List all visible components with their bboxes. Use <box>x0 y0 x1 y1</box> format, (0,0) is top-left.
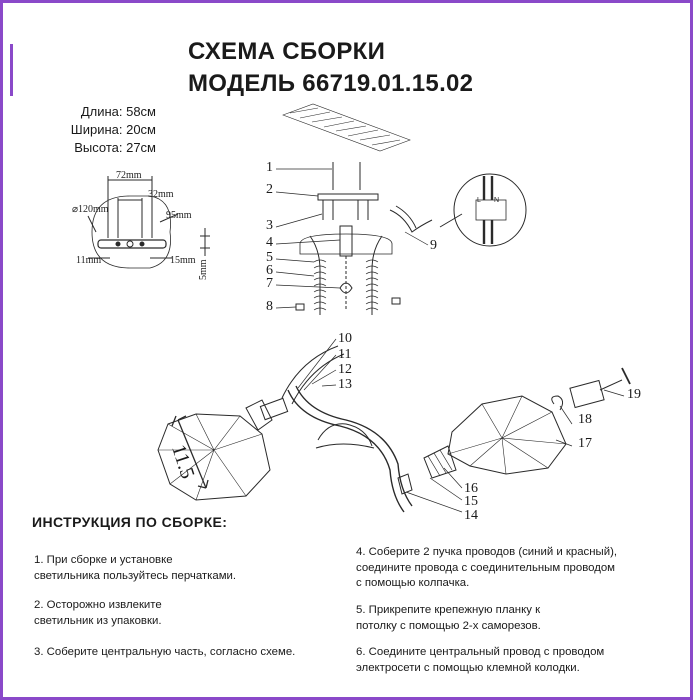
mount-assembly <box>295 162 433 315</box>
callout-19: 19 <box>627 387 641 402</box>
left-margin-label: 11mm <box>76 255 101 266</box>
terminal-n-label: N <box>494 197 499 204</box>
instruction-step-3: 3. Соберите центральную часть, согласно … <box>34 645 344 661</box>
instruction-step-6: 6. Соедините центральный провод с провод… <box>356 645 666 676</box>
instruction-step-2: 2. Осторожно извлеките светильник из упа… <box>34 598 344 629</box>
step-line: 1. При сборке и установке <box>34 554 173 566</box>
callout-3: 3 <box>266 218 273 233</box>
instruction-step-4: 4. Соберите 2 пучка проводов (синий и кр… <box>356 545 666 592</box>
lamp-assembly <box>157 345 631 513</box>
instruction-step-5: 5. Прикрепите крепежную планку к потолку… <box>356 603 666 634</box>
callout-leaders-bottom <box>297 338 625 513</box>
terminal-l-label: L <box>477 197 481 204</box>
width-label: Ширина: 20см <box>70 122 156 137</box>
callout-18: 18 <box>578 412 592 427</box>
callout-2: 2 <box>266 182 273 197</box>
ceiling-hatch <box>282 103 411 152</box>
callout-12: 12 <box>338 362 352 377</box>
callout-9: 9 <box>430 238 437 253</box>
step-line: 5. Прикрепите крепежную планку к <box>356 604 541 616</box>
instruction-step-1: 1. При сборке и установке светильника по… <box>34 553 344 584</box>
step-line: 3. Соберите центральную часть, согласно … <box>34 646 296 658</box>
step-line: светильник из упаковки. <box>34 614 162 627</box>
title-line-2: МОДЕЛЬ 66719.01.15.02 <box>188 70 474 97</box>
right-margin-label: 15mm <box>170 255 196 266</box>
step-line: светильника пользуйтесь перчатками. <box>34 569 237 582</box>
callout-6: 6 <box>266 263 273 278</box>
step-line: потолку с помощью 2-х саморезов. <box>356 619 541 632</box>
callout-17: 17 <box>578 436 592 451</box>
diameter-label: ⌀120mm <box>72 204 109 215</box>
callout-13: 13 <box>338 377 352 392</box>
callout-4: 4 <box>266 235 273 250</box>
callout-8: 8 <box>266 299 273 314</box>
instructions-title: ИНСТРУКЦИЯ ПО СБОРКЕ: <box>32 514 228 530</box>
callout-10: 10 <box>338 331 352 346</box>
callout-11: 11 <box>338 347 352 362</box>
inner-label: 32mm <box>148 189 174 200</box>
step-line: с помощью колпачка. <box>356 577 470 589</box>
step-line: электросети с помощью клемной колодки. <box>356 661 580 674</box>
terminal-detail <box>439 173 527 247</box>
callout-14: 14 <box>464 508 478 523</box>
callout-16: 16 <box>464 481 478 496</box>
callout-7: 7 <box>266 276 273 291</box>
thickness-label: 5mm <box>198 259 209 280</box>
step-line: 6. Соедините центральный провод с провод… <box>356 646 605 658</box>
callout-leaders-top <box>275 168 429 309</box>
base-plate-drawing <box>87 176 210 269</box>
span-label: 72mm <box>116 170 142 181</box>
offset-label: 95mm <box>166 210 192 221</box>
callout-1: 1 <box>266 160 273 175</box>
height-label: Высота: 27см <box>74 140 156 155</box>
frame-accent <box>10 44 13 96</box>
step-line: 4. Соберите 2 пучка проводов (синий и кр… <box>356 546 618 558</box>
callout-15: 15 <box>464 494 478 509</box>
step-line: соедините провода с соединительным прово… <box>356 561 616 574</box>
step-line: 2. Осторожно извлеките <box>34 599 162 611</box>
title-line-1: СХЕМА СБОРКИ <box>188 38 386 65</box>
callout-5: 5 <box>266 250 273 265</box>
length-label: Длина: 58см <box>80 104 156 119</box>
